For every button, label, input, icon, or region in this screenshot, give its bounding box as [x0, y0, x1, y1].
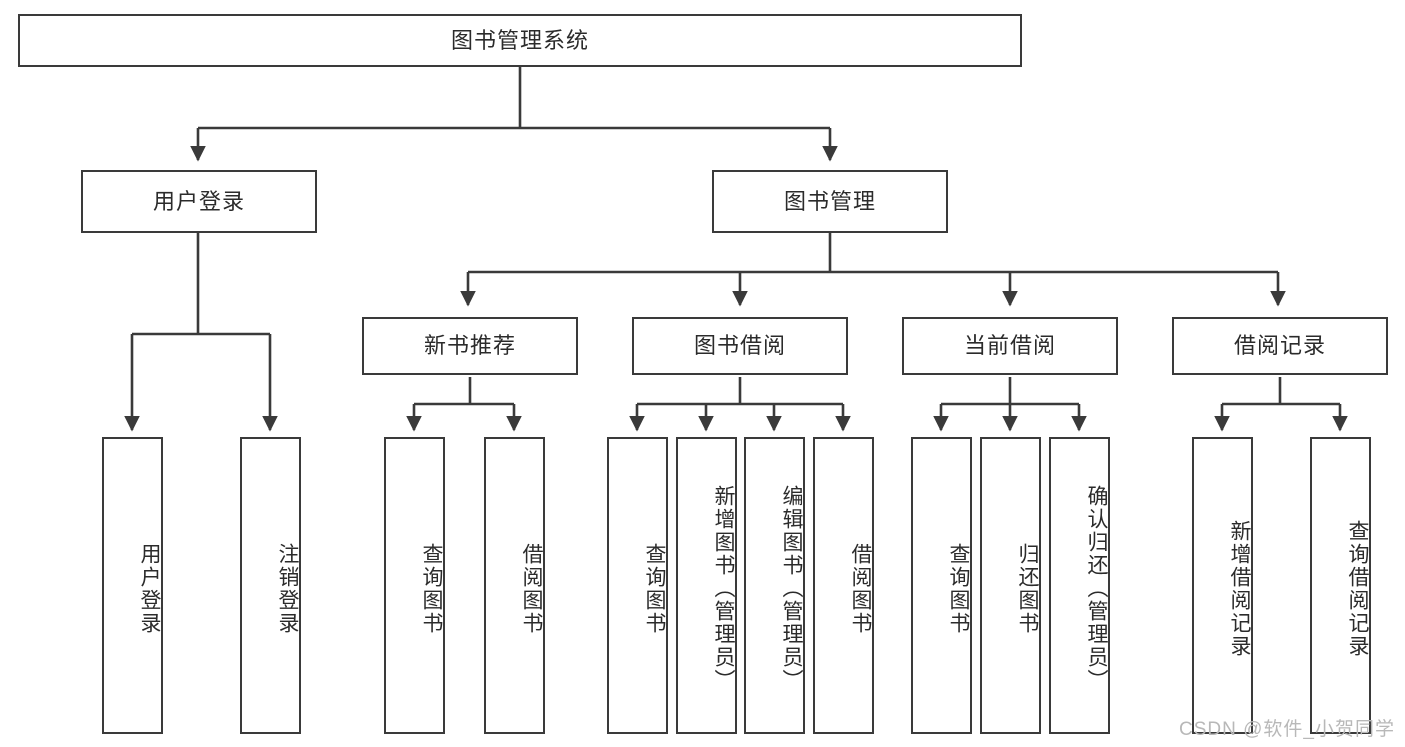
node-label: 用户登录 — [138, 542, 161, 635]
node-book-management[interactable]: 图书管理 — [712, 170, 948, 233]
node-borrow-record[interactable]: 借阅记录 — [1172, 317, 1388, 375]
node-label: 新增图书（管理员） — [712, 485, 735, 692]
node-leaf-borrow-book-2[interactable]: 借阅图书 — [813, 437, 874, 734]
node-label: 确认归还（管理员） — [1085, 485, 1108, 692]
node-leaf-confirm-return[interactable]: 确认归还（管理员） — [1049, 437, 1110, 734]
node-current-borrow[interactable]: 当前借阅 — [902, 317, 1118, 375]
node-leaf-return-book[interactable]: 归还图书 — [980, 437, 1041, 734]
node-label: 新书推荐 — [423, 333, 516, 359]
node-label: 图书管理系统 — [450, 27, 589, 53]
node-new-book-recommend[interactable]: 新书推荐 — [362, 317, 578, 375]
node-leaf-query-book-1[interactable]: 查询图书 — [384, 437, 445, 734]
node-leaf-borrow-book-1[interactable]: 借阅图书 — [484, 437, 545, 734]
node-label: 归还图书 — [1016, 542, 1039, 635]
node-leaf-add-book[interactable]: 新增图书（管理员） — [676, 437, 737, 734]
node-book-borrow[interactable]: 图书借阅 — [632, 317, 848, 375]
node-leaf-query-book-2[interactable]: 查询图书 — [607, 437, 668, 734]
node-label: 查询借阅记录 — [1346, 519, 1369, 658]
node-label: 借阅图书 — [849, 542, 872, 635]
node-label: 图书借阅 — [693, 333, 786, 359]
node-leaf-query-book-3[interactable]: 查询图书 — [911, 437, 972, 734]
node-leaf-edit-book[interactable]: 编辑图书（管理员） — [744, 437, 805, 734]
node-label: 注销登录 — [276, 542, 299, 635]
node-label: 用户登录 — [152, 188, 245, 214]
node-root-system[interactable]: 图书管理系统 — [18, 14, 1022, 67]
node-leaf-user-logout[interactable]: 注销登录 — [240, 437, 301, 734]
node-leaf-user-login[interactable]: 用户登录 — [102, 437, 163, 734]
node-label: 新增借阅记录 — [1228, 519, 1251, 658]
watermark: CSDN @软件_小贺同学 — [1179, 719, 1395, 740]
node-leaf-query-record[interactable]: 查询借阅记录 — [1310, 437, 1371, 734]
node-label: 查询图书 — [420, 542, 443, 635]
node-label: 查询图书 — [947, 542, 970, 635]
node-user-login[interactable]: 用户登录 — [81, 170, 317, 233]
node-label: 当前借阅 — [963, 333, 1056, 359]
node-label: 借阅记录 — [1233, 333, 1326, 359]
node-label: 图书管理 — [783, 188, 876, 214]
node-label: 借阅图书 — [520, 542, 543, 635]
node-label: 编辑图书（管理员） — [780, 485, 803, 692]
node-label: 查询图书 — [643, 542, 666, 635]
node-leaf-add-record[interactable]: 新增借阅记录 — [1192, 437, 1253, 734]
